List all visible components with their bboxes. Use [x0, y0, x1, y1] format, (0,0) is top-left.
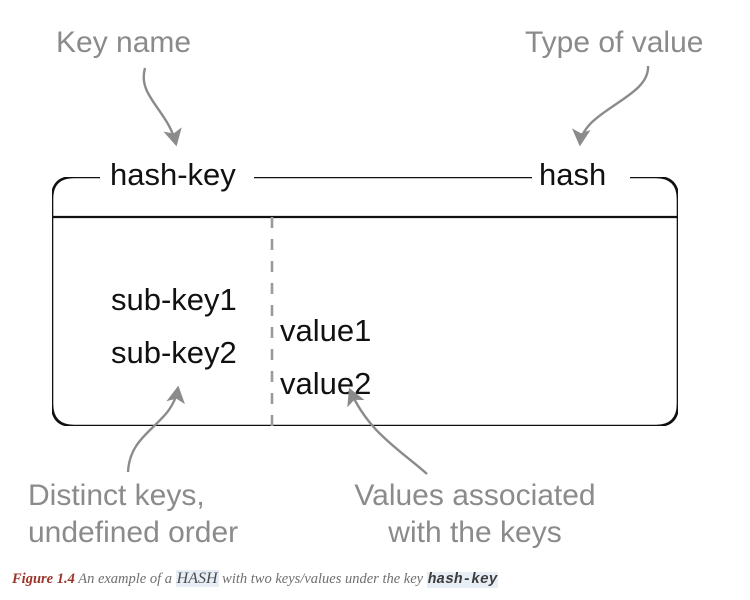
annotation-type-of-value: Type of value — [525, 26, 704, 59]
row-key: sub-key1 — [111, 282, 237, 317]
caption-code-hash-key: hash-key — [426, 572, 499, 588]
row-value: value1 — [280, 313, 372, 348]
annotation-distinct-keys: Distinct keys, undefined order — [28, 479, 239, 549]
figure-number: Figure 1.4 — [12, 571, 75, 587]
arrow-key-name — [142, 67, 182, 147]
table-row: sub-key1 value1 — [111, 253, 511, 346]
caption-code-hash: HASH — [175, 570, 219, 587]
caption-part-2: with two keys/values under the key — [218, 571, 427, 587]
hash-box-type-title: hash — [539, 157, 607, 192]
hash-box-key-title: hash-key — [110, 157, 236, 192]
caption-part-1: An example of a — [74, 571, 176, 587]
figure-caption: Figure 1.4 An example of a HASH with two… — [12, 570, 742, 589]
table-row: sub-key2 value2 — [111, 306, 511, 399]
arrow-type-of-value — [572, 65, 650, 147]
row-value: value2 — [280, 366, 372, 401]
annotation-key-name: Key name — [56, 26, 192, 59]
row-key: sub-key2 — [111, 335, 237, 370]
annotation-values-associated: Values associated with the keys — [354, 479, 596, 549]
